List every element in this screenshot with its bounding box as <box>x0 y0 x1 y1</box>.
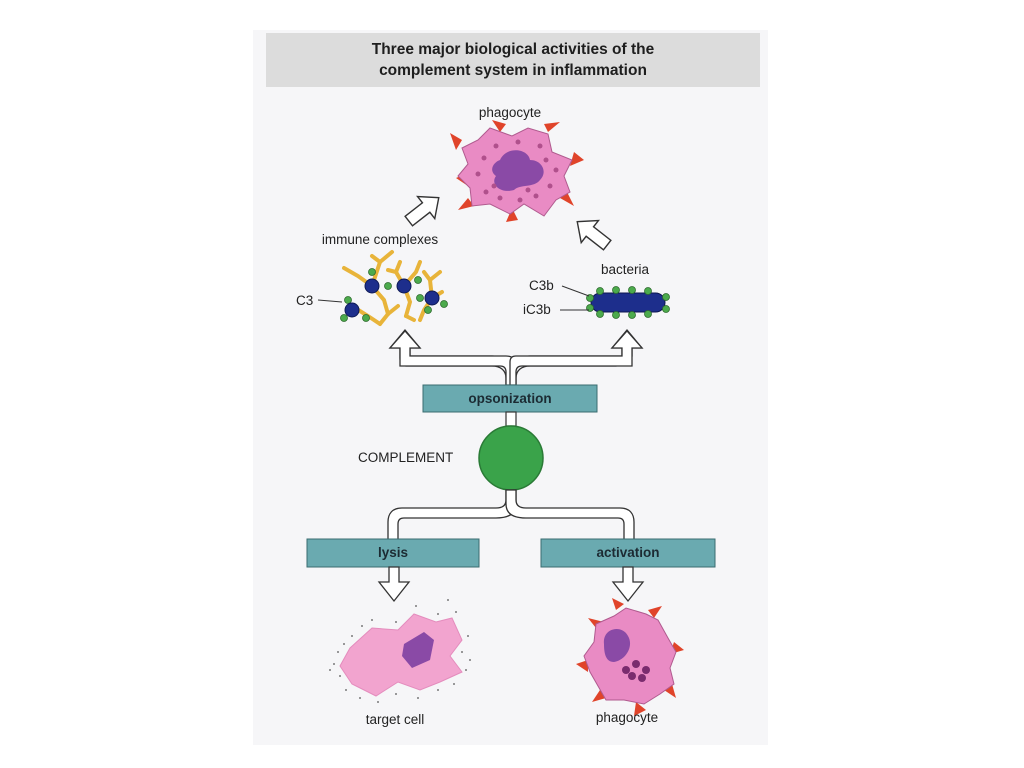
bacteria-c3b-fragments <box>586 286 670 319</box>
bacterium-body <box>590 292 666 313</box>
phagocyte-bottom <box>576 598 684 716</box>
c3b-label: C3b <box>529 278 554 293</box>
phagocyte-bottom-nucleus <box>603 629 631 662</box>
bacteria-label: bacteria <box>601 262 650 277</box>
ic3b-label: iC3b <box>523 302 551 317</box>
target-cell-label: target cell <box>366 712 425 727</box>
c3-fragments <box>340 268 448 322</box>
lysis-label: lysis <box>378 545 408 560</box>
complement-label: COMPLEMENT <box>358 450 453 465</box>
arrow-down-lysis <box>377 566 411 603</box>
activation-label: activation <box>596 545 659 560</box>
arrow-to-phagocyte-right <box>576 219 612 251</box>
phagocyte-top <box>450 120 584 222</box>
immune-complexes <box>340 250 448 326</box>
target-cell-nucleus <box>402 632 434 668</box>
opsonization-box: opsonization <box>422 384 598 413</box>
immune-complexes-label: immune complexes <box>322 232 439 247</box>
activation-box: activation <box>540 538 716 568</box>
c3-pointer <box>317 299 343 303</box>
phagocyte-top-label: phagocyte <box>479 105 541 120</box>
complement-circle <box>478 425 544 491</box>
opsonization-branch-fill <box>388 330 644 386</box>
target-cell-body <box>339 613 463 697</box>
phagocyte-bottom-body <box>583 607 677 705</box>
phagocyte-bottom-granules <box>622 660 650 682</box>
opsonization-stem <box>505 411 517 427</box>
lysis-box: lysis <box>306 538 480 568</box>
phagocyte-top-nucleus <box>492 150 544 191</box>
phagocyte-bottom-label: phagocyte <box>596 710 658 725</box>
title-line-1: Three major biological activities of the <box>371 41 655 58</box>
phagocyte-top-granules <box>475 139 559 203</box>
complement-c3-nodes <box>344 278 440 318</box>
figure-title: Three major biological activities of the… <box>266 33 760 87</box>
opsonization-label: opsonization <box>468 391 551 406</box>
arrow-down-activation <box>611 566 645 603</box>
c3b-pointer <box>561 285 590 297</box>
c3-label: C3 <box>296 293 313 308</box>
phagocyte-bottom-receptors <box>576 598 684 716</box>
target-cell-debris <box>329 599 471 703</box>
title-line-2: complement system in inflammation <box>379 62 647 79</box>
target-cell <box>329 599 471 703</box>
lower-branch-connector <box>387 489 635 541</box>
bacteria <box>586 286 670 319</box>
arrow-to-phagocyte-left <box>404 195 440 227</box>
